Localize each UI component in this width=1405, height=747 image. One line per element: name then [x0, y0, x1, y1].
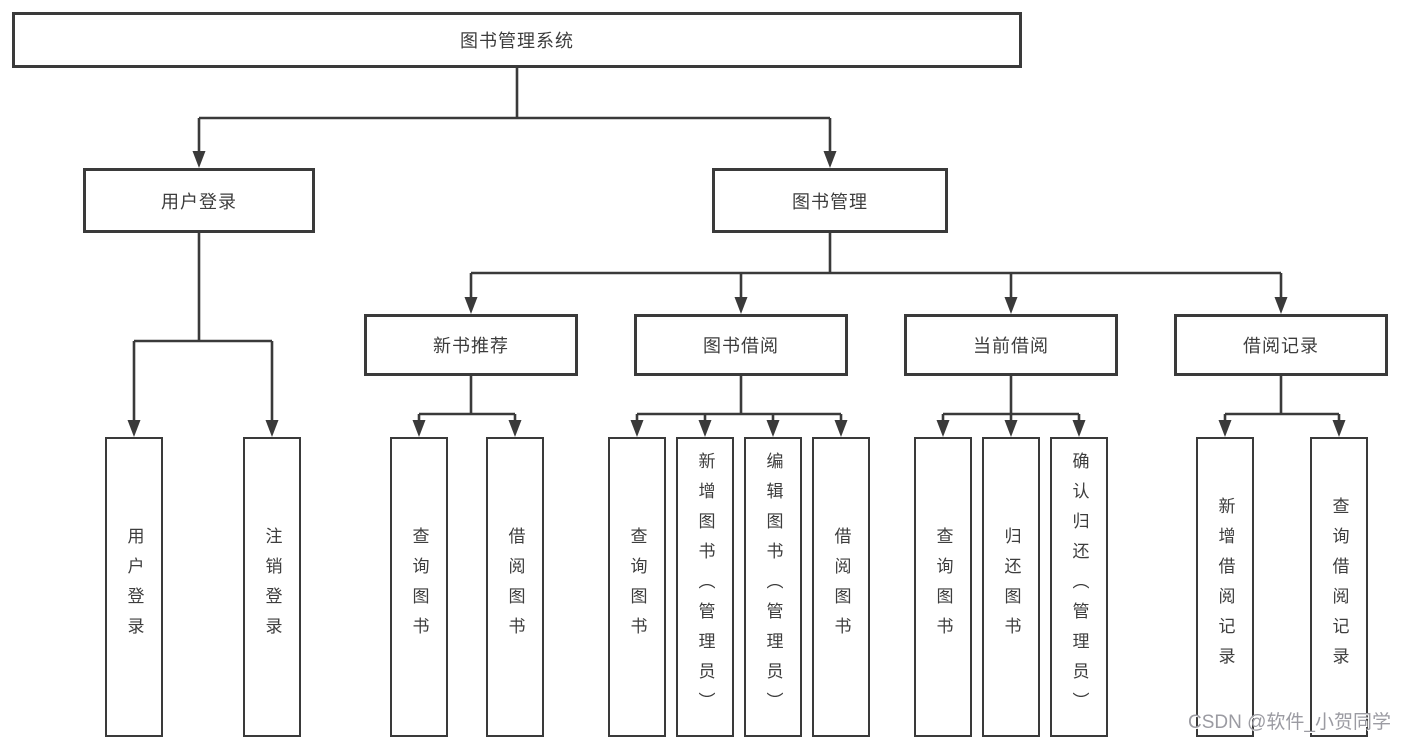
- node-current-borrowing: 当前借阅: [904, 314, 1118, 376]
- node-book-management-label: 图书管理: [792, 191, 868, 212]
- leaf-borrow-book-recommend: 借阅图书: [486, 437, 544, 737]
- node-user-login: 用户登录: [83, 168, 315, 233]
- leaf-edit-book-admin: 编辑图书（管理员）: [744, 437, 802, 737]
- leaf-add-book-admin: 新增图书（管理员）: [676, 437, 734, 737]
- leaf-borrow-book: 借阅图书: [812, 437, 870, 737]
- node-book-borrowing: 图书借阅: [634, 314, 848, 376]
- node-book-borrowing-label: 图书借阅: [703, 336, 779, 356]
- node-root: 图书管理系统: [12, 12, 1022, 68]
- node-book-management: 图书管理: [712, 168, 948, 233]
- leaf-query-book-borrowing: 查询图书: [608, 437, 666, 737]
- node-new-book-recommend-label: 新书推荐: [433, 336, 509, 356]
- node-borrowing-records: 借阅记录: [1174, 314, 1388, 376]
- leaf-confirm-return-admin: 确认归还（管理员）: [1050, 437, 1108, 737]
- csdn-watermark: CSDN @软件_小贺同学: [1188, 712, 1391, 733]
- arrowheads: [127, 151, 1346, 437]
- leaf-query-book-current: 查询图书: [914, 437, 972, 737]
- node-root-label: 图书管理系统: [460, 31, 574, 51]
- leaf-user-login: 用户登录: [105, 437, 163, 737]
- leaf-query-book-recommend: 查询图书: [390, 437, 448, 737]
- leaf-logout: 注销登录: [243, 437, 301, 737]
- leaf-query-borrow-record: 查询借阅记录: [1310, 437, 1368, 737]
- node-borrowing-records-label: 借阅记录: [1243, 336, 1319, 356]
- leaf-add-borrow-record: 新增借阅记录: [1196, 437, 1254, 737]
- node-user-login-label: 用户登录: [161, 191, 237, 212]
- node-new-book-recommend: 新书推荐: [364, 314, 578, 376]
- leaf-return-book: 归还图书: [982, 437, 1040, 737]
- node-current-borrowing-label: 当前借阅: [973, 336, 1049, 356]
